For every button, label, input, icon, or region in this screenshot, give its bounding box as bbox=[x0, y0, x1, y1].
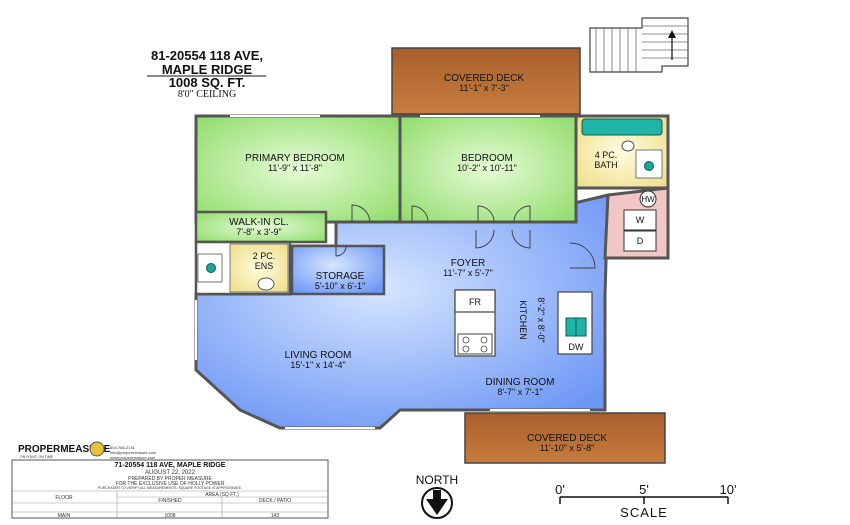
address-line-1: 81-20554 118 AVE, bbox=[151, 48, 263, 63]
kitchen: FR KITCHEN 8'-2" x 8'-0" DW bbox=[454, 289, 593, 357]
bath-line-1: 4 PC. bbox=[595, 150, 618, 160]
deck-top-name: COVERED DECK bbox=[444, 73, 524, 84]
kitchen-dims: 8'-2" x 8'-0" bbox=[536, 297, 546, 342]
hot-water-label: HW bbox=[641, 195, 655, 204]
storage-name: STORAGE bbox=[316, 271, 365, 282]
deck-bottom-name: COVERED DECK bbox=[527, 433, 607, 444]
deck-top-dims: 11'-1" x 7'-3" bbox=[459, 83, 509, 93]
info-prepared-by: PREPARED BY PROPER MEASURE bbox=[128, 476, 212, 482]
header: 81-20554 118 AVE, MAPLE RIDGE 1008 SQ. F… bbox=[147, 48, 266, 100]
bedroom bbox=[398, 114, 578, 224]
ensuite-toilet-icon bbox=[257, 277, 275, 291]
brand-tagline: ON POINT, ON TIME bbox=[20, 455, 54, 459]
ensuite: 2 PC. ENS bbox=[194, 240, 292, 296]
kitchen-name: KITCHEN bbox=[518, 300, 528, 340]
info-date: AUGUST 22, 2022 bbox=[145, 470, 196, 476]
washer bbox=[623, 209, 657, 231]
stove-icon bbox=[457, 333, 493, 355]
primary-bedroom-name: PRIMARY BEDROOM bbox=[245, 153, 345, 164]
washer-label: W bbox=[636, 215, 645, 225]
bathtub-icon bbox=[581, 118, 663, 136]
deck-bottom-dims: 11'-10" x 5'-8" bbox=[540, 443, 595, 453]
living-room-dims: 15'-1" x 14'-4" bbox=[290, 360, 345, 370]
covered-deck-bottom: COVERED DECK 11'-10" x 5'-8" bbox=[464, 412, 666, 464]
bath-sink-icon bbox=[644, 161, 654, 171]
scale-label: SCALE bbox=[620, 505, 668, 520]
bath-toilet-icon bbox=[621, 140, 635, 152]
area-header: AREA (SQ FT.) bbox=[205, 492, 239, 498]
foyer-dims: 11'-7" x 5'-7" bbox=[443, 268, 493, 278]
col-deck: DECK / PATIO bbox=[259, 498, 291, 504]
col-floor: FLOOR bbox=[55, 495, 73, 501]
north-label: NORTH bbox=[416, 473, 458, 487]
ensuite-sink-icon bbox=[206, 263, 216, 273]
covered-deck-top: COVERED DECK 11'-1" x 7'-3" bbox=[391, 47, 581, 115]
contact-phone: 604-785-2131 bbox=[110, 445, 136, 450]
ceiling-height: 8'0" CEILING bbox=[178, 89, 236, 100]
bath-line-2: BATH bbox=[594, 160, 617, 170]
windows bbox=[195, 115, 590, 429]
dryer bbox=[623, 230, 657, 252]
address-line-2: MAPLE RIDGE bbox=[162, 62, 253, 77]
laundry: HW W D bbox=[603, 186, 670, 260]
col-finished: FINISHED bbox=[158, 498, 182, 504]
walk-in-dims: 7'-8" x 3'-9" bbox=[236, 227, 281, 237]
hot-water-icon bbox=[639, 190, 657, 208]
ensuite-line-1: 2 PC. bbox=[253, 251, 276, 261]
dining-room-dims: 8'-7" x 7'-1" bbox=[497, 387, 542, 397]
storage bbox=[290, 244, 386, 296]
bath: 4 PC. BATH bbox=[574, 114, 670, 190]
scale-bar: 0' 5' 10' SCALE bbox=[555, 482, 736, 520]
info-exclusive-use: FOR THE EXCLUSIVE USE OF HOLLY POWER bbox=[116, 481, 225, 487]
walk-in-name: WALK-IN CL. bbox=[229, 217, 289, 228]
scale-tick-5: 5' bbox=[639, 482, 649, 497]
fridge-label: FR bbox=[469, 297, 481, 307]
fridge bbox=[454, 289, 496, 313]
scale-tick-10: 10' bbox=[720, 482, 737, 497]
brand-logo: PROPERMEASURE bbox=[18, 444, 111, 455]
contact-web: www.propermeasure.com bbox=[110, 455, 156, 460]
brand-badge-icon bbox=[89, 441, 105, 457]
info-disclaimer: PURCHASER TO VERIFY ALL MEASUREMENTS. SQ… bbox=[98, 486, 242, 490]
bedroom-dims: 10'-2" x 10'-11" bbox=[457, 163, 517, 173]
door-swings bbox=[335, 204, 596, 269]
living-room-name: LIVING ROOM bbox=[285, 350, 352, 361]
row-deck: 143 bbox=[271, 513, 280, 519]
info-box: PROPERMEASURE ON POINT, ON TIME 604-785-… bbox=[11, 441, 329, 519]
row-finished: 1008 bbox=[164, 513, 175, 519]
dishwasher-label: DW bbox=[569, 342, 584, 352]
bedroom-name: BEDROOM bbox=[461, 153, 513, 164]
row-floor: MAIN bbox=[58, 513, 71, 519]
storage-dims: 5'-10" x 6'-1" bbox=[315, 281, 365, 291]
foyer-name: FOYER bbox=[451, 258, 485, 269]
dryer-label: D bbox=[637, 236, 644, 246]
walk-in-closet bbox=[194, 210, 328, 244]
info-title: 71-20554 118 AVE, MAPLE RIDGE bbox=[115, 462, 226, 469]
square-footage: 1008 SQ. FT. bbox=[169, 75, 246, 90]
ensuite-line-2: ENS bbox=[255, 261, 274, 271]
stairs: DN bbox=[562, 17, 689, 73]
dining-room-name: DINING ROOM bbox=[486, 377, 555, 388]
primary-bedroom-dims: 11'-9" x 11'-8" bbox=[268, 163, 322, 173]
contact-email: info@propermeasure.com bbox=[110, 450, 157, 455]
scale-tick-0: 0' bbox=[555, 482, 565, 497]
north-indicator: NORTH bbox=[416, 473, 458, 519]
